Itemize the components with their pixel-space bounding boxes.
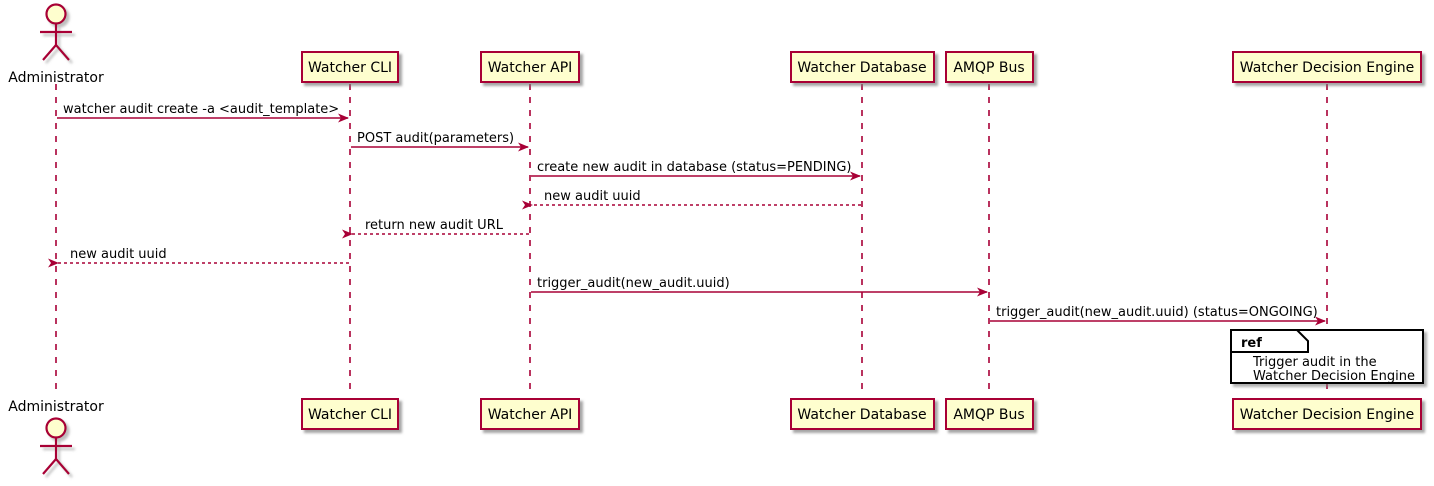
message-8-trigger-audit-ongoing[interactable]: trigger_audit(new_audit.uuid) (status=ON… xyxy=(990,305,1326,326)
ref-block-tab xyxy=(1230,329,1309,353)
actor-label-administrator-bottom: Administrator xyxy=(8,399,104,415)
message-label: POST audit(parameters) xyxy=(357,131,514,146)
message-label: return new audit URL xyxy=(365,218,504,233)
message-label: watcher audit create -a <audit_template> xyxy=(63,102,339,117)
participant-box xyxy=(790,398,935,430)
participant-watcher-decision-engine-bottom[interactable]: Watcher Decision Engine xyxy=(1232,398,1422,430)
participant-box xyxy=(790,51,935,83)
actor-leg-right-icon xyxy=(55,44,70,61)
participant-watcher-database-bottom[interactable]: Watcher Database xyxy=(790,398,935,430)
ref-block-line-1: Trigger audit in the xyxy=(1252,355,1377,370)
ref-block[interactable]: ref Trigger audit in the Watcher Decisio… xyxy=(1230,329,1424,384)
participant-amqp-bus-bottom[interactable]: AMQP Bus xyxy=(945,398,1034,430)
message-label: new audit uuid xyxy=(544,189,641,204)
actor-administrator-bottom[interactable] xyxy=(40,417,72,475)
participant-box xyxy=(945,51,1034,83)
participant-box xyxy=(1232,398,1422,430)
participant-label: Watcher Decision Engine xyxy=(1240,407,1414,423)
participant-box xyxy=(945,398,1034,430)
participant-box xyxy=(301,398,399,430)
actor-label-administrator-top: Administrator xyxy=(8,70,104,86)
participant-watcher-decision-engine-top[interactable]: Watcher Decision Engine xyxy=(1232,51,1422,83)
participant-label: Watcher CLI xyxy=(308,60,392,76)
participant-box xyxy=(301,51,399,83)
message-label: trigger_audit(new_audit.uuid) xyxy=(537,276,730,291)
actor-leg-right-icon xyxy=(55,458,70,475)
message-label: trigger_audit(new_audit.uuid) (status=ON… xyxy=(996,305,1318,320)
actor-head-icon xyxy=(45,417,67,439)
message-6-new-audit-uuid[interactable]: new audit uuid xyxy=(48,247,349,268)
ref-block-line-2: Watcher Decision Engine xyxy=(1253,369,1415,384)
actor-administrator-top[interactable] xyxy=(40,3,72,61)
participant-watcher-api-bottom[interactable]: Watcher API xyxy=(480,398,580,430)
participant-label: Watcher CLI xyxy=(308,407,392,423)
participant-box xyxy=(480,398,580,430)
participant-box xyxy=(1232,51,1422,83)
participant-watcher-database-top[interactable]: Watcher Database xyxy=(790,51,935,83)
participant-amqp-bus-top[interactable]: AMQP Bus xyxy=(945,51,1034,83)
message-3-create-new-audit[interactable]: create new audit in database (status=PEN… xyxy=(531,160,861,181)
ref-block-keyword: ref xyxy=(1241,336,1262,351)
participant-watcher-cli-top[interactable]: Watcher CLI xyxy=(301,51,399,83)
participant-label: AMQP Bus xyxy=(953,407,1024,423)
actor-leg-left-icon xyxy=(42,44,57,61)
actor-head-icon xyxy=(45,3,67,25)
message-1-watcher-audit-create[interactable]: watcher audit create -a <audit_template> xyxy=(57,102,349,123)
participant-label: Watcher Database xyxy=(797,60,926,76)
actor-leg-left-icon xyxy=(42,458,57,475)
message-5-return-new-audit-url[interactable]: return new audit URL xyxy=(342,218,529,239)
participant-label: Watcher API xyxy=(488,407,573,423)
participant-box xyxy=(480,51,580,83)
lifelines-group xyxy=(55,84,1328,396)
participant-watcher-cli-bottom[interactable]: Watcher CLI xyxy=(301,398,399,430)
message-2-post-audit[interactable]: POST audit(parameters) xyxy=(351,131,529,152)
message-4-new-audit-uuid[interactable]: new audit uuid xyxy=(522,189,861,210)
message-label: new audit uuid xyxy=(70,247,167,262)
participant-label: Watcher API xyxy=(488,60,573,76)
participant-label: AMQP Bus xyxy=(953,60,1024,76)
message-label: create new audit in database (status=PEN… xyxy=(537,160,852,175)
message-7-trigger-audit[interactable]: trigger_audit(new_audit.uuid) xyxy=(531,276,988,297)
participant-label: Watcher Decision Engine xyxy=(1240,60,1414,76)
participant-label: Watcher Database xyxy=(797,407,926,423)
participant-watcher-api-top[interactable]: Watcher API xyxy=(480,51,580,83)
